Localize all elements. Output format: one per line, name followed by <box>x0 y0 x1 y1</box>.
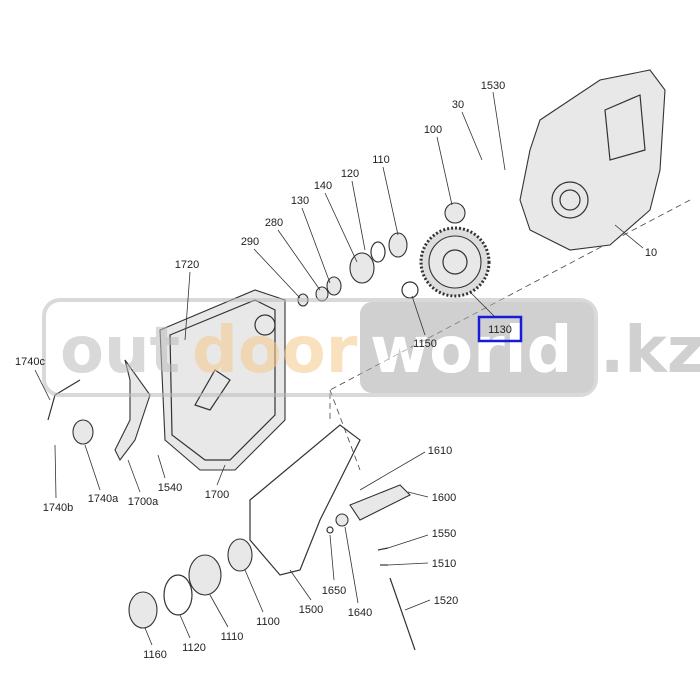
shaft-stack <box>297 232 408 307</box>
belt-1500 <box>249 424 361 576</box>
rod-1520 <box>389 577 416 651</box>
bracket-1700a <box>114 359 151 462</box>
label-120[interactable]: 120 <box>341 168 359 180</box>
bearing-100 <box>444 202 466 224</box>
highlight-box <box>477 315 523 343</box>
ring-1150 <box>401 281 419 299</box>
sprocket-1160 <box>128 591 158 629</box>
assembly-line <box>329 389 361 471</box>
label-1610[interactable]: 1610 <box>428 445 452 457</box>
label-30[interactable]: 30 <box>452 99 464 111</box>
watermark: out door world .kz <box>42 298 700 397</box>
pulley-1110 <box>188 554 222 596</box>
part-labels: 1530 30 100 110 120 140 130 280 290 1720… <box>15 80 657 661</box>
label-1720[interactable]: 1720 <box>175 259 199 271</box>
label-1740b[interactable]: 1740b <box>43 502 74 514</box>
label-1520[interactable]: 1520 <box>434 595 458 607</box>
gear-1130 <box>419 226 491 298</box>
label-110[interactable]: 110 <box>372 154 390 166</box>
label-1740a[interactable]: 1740a <box>88 493 119 505</box>
label-1550[interactable]: 1550 <box>432 528 456 540</box>
spring-1550 <box>377 547 389 551</box>
ring-1100 <box>227 538 253 572</box>
label-1100[interactable]: 1100 <box>256 616 280 628</box>
label-100[interactable]: 100 <box>424 124 442 136</box>
watermark-door: door <box>192 314 358 388</box>
housing-10 <box>519 69 666 251</box>
label-1120[interactable]: 1120 <box>182 642 206 654</box>
ring-1120 <box>163 574 193 616</box>
label-1600[interactable]: 1600 <box>432 492 456 504</box>
label-1650[interactable]: 1650 <box>322 585 346 597</box>
label-1700[interactable]: 1700 <box>205 489 229 501</box>
label-1640[interactable]: 1640 <box>348 607 372 619</box>
label-1700a[interactable]: 1700a <box>128 496 159 508</box>
leader-lines <box>34 91 644 646</box>
cap-1740a <box>72 419 94 445</box>
label-1150[interactable]: 1150 <box>413 338 437 350</box>
label-1500[interactable]: 1500 <box>299 604 323 616</box>
label-1130[interactable]: 1130 <box>488 324 512 336</box>
label-1110[interactable]: 1110 <box>221 631 244 643</box>
watermark-kz: .kz <box>600 314 700 388</box>
assembly-line <box>329 199 691 420</box>
tensioner-1600 <box>349 484 411 521</box>
watermark-world: world <box>370 314 572 388</box>
label-1530[interactable]: 1530 <box>481 80 505 92</box>
pin-1640 <box>335 513 349 527</box>
label-140[interactable]: 140 <box>314 180 332 192</box>
label-1510[interactable]: 1510 <box>432 558 456 570</box>
label-1740c[interactable]: 1740c <box>15 356 45 368</box>
clip-1650 <box>326 526 334 534</box>
label-10[interactable]: 10 <box>645 247 657 259</box>
label-130[interactable]: 130 <box>291 195 309 207</box>
label-1540[interactable]: 1540 <box>158 482 182 494</box>
label-280[interactable]: 280 <box>265 217 283 229</box>
watermark-out: out <box>60 314 180 388</box>
label-290[interactable]: 290 <box>241 236 259 248</box>
label-1160[interactable]: 1160 <box>143 649 167 661</box>
